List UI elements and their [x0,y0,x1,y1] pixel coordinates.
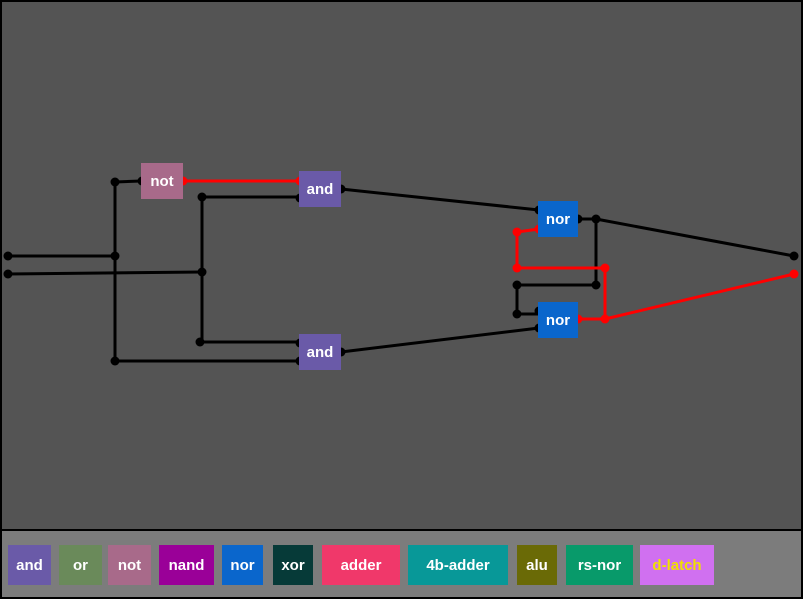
toolbar-item-label: alu [526,556,548,574]
pin-active[interactable] [512,263,522,273]
toolbar-item-label: nor [230,556,255,574]
pin[interactable] [591,280,601,290]
pin-active[interactable] [600,314,610,324]
toolbar-item-label: nand [168,556,205,574]
toolbar-item-adder[interactable]: adder [322,545,400,585]
pin-active[interactable] [600,263,610,273]
wire[interactable] [515,283,596,316]
pin[interactable] [789,251,799,261]
toolbar-item-label: not [117,556,142,574]
toolbar-item-or[interactable]: or [59,545,102,585]
gate-label: nor [545,210,571,228]
pin[interactable] [3,269,13,279]
toolbar-item-4b-adder[interactable]: 4b-adder [408,545,508,585]
pin[interactable] [197,192,207,202]
pin[interactable] [110,356,120,366]
toolbar-item-nor[interactable]: nor [222,545,263,585]
gate-toolbar: and or not nand nor xor adder 4b-adder a… [2,531,801,597]
pin[interactable] [110,177,120,187]
nor-gate-top[interactable]: nor [538,201,578,237]
gate-label: and [306,343,334,361]
wire[interactable] [595,217,795,258]
toolbar-item-label: or [73,556,88,574]
pin[interactable] [512,280,522,290]
toolbar-item-and[interactable]: and [8,545,51,585]
toolbar-item-rs-nor[interactable]: rs-nor [566,545,633,585]
toolbar-item-label: rs-nor [577,556,622,574]
toolbar-item-xor[interactable]: xor [273,545,313,585]
and-gate-top[interactable]: and [299,171,341,207]
pin[interactable] [3,251,13,261]
pin[interactable] [591,214,601,224]
and-gate-bottom[interactable]: and [299,334,341,370]
toolbar-item-alu[interactable]: alu [517,545,557,585]
toolbar-item-nand[interactable]: nand [159,545,214,585]
wire[interactable] [7,270,203,276]
pin[interactable] [512,309,522,319]
pin[interactable] [195,337,205,347]
wire-active[interactable] [604,272,795,321]
circuit-canvas[interactable] [2,2,801,529]
wire[interactable] [340,187,540,212]
gate-label: not [150,172,174,190]
gate-label: and [306,180,334,198]
toolbar-item-label: and [16,556,43,574]
wire[interactable] [340,326,540,354]
toolbar-item-label: adder [340,556,382,574]
nor-gate-bottom[interactable]: nor [538,302,578,338]
pin-active[interactable] [789,269,799,279]
gate-label: nor [545,311,571,329]
pin[interactable] [197,267,207,277]
toolbar-item-label: d-latch [652,556,702,574]
toolbar-item-label: 4b-adder [426,556,490,574]
toolbar-item-d-latch[interactable]: d-latch [640,545,714,585]
pin[interactable] [110,251,120,261]
toolbar-item-not[interactable]: not [108,545,151,585]
not-gate[interactable]: not [141,163,183,199]
toolbar-item-label: xor [281,556,305,574]
pin-active[interactable] [512,227,522,237]
